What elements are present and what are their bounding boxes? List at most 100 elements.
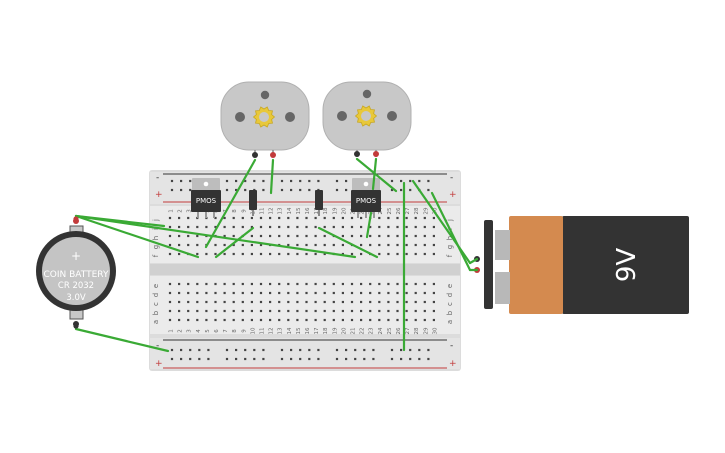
terminal-hole[interactable]	[278, 225, 281, 229]
terminal-hole[interactable]	[178, 282, 181, 286]
terminal-hole[interactable]	[287, 300, 290, 304]
terminal-hole[interactable]	[178, 291, 181, 295]
terminal-hole[interactable]	[314, 216, 317, 220]
wire-coin-plus-to-left-row[interactable]	[74, 214, 166, 228]
rail-hole[interactable]	[363, 357, 366, 361]
terminal-hole[interactable]	[396, 243, 399, 247]
terminal-hole[interactable]	[369, 243, 372, 247]
rail-hole[interactable]	[235, 179, 238, 183]
rail-hole[interactable]	[299, 179, 302, 183]
rail-hole[interactable]	[372, 357, 375, 361]
terminal-hole[interactable]	[269, 234, 272, 238]
terminal-hole[interactable]	[196, 291, 199, 295]
terminal-hole[interactable]	[423, 243, 426, 247]
terminal-hole[interactable]	[387, 225, 390, 229]
terminal-hole[interactable]	[287, 225, 290, 229]
terminal-hole[interactable]	[305, 234, 308, 238]
terminal-hole[interactable]	[187, 309, 190, 313]
terminal-hole[interactable]	[214, 309, 217, 313]
terminal-hole[interactable]	[323, 216, 326, 220]
rail-hole[interactable]	[253, 179, 256, 183]
motor-2-terminal-red[interactable]	[373, 151, 379, 157]
terminal-hole[interactable]	[341, 234, 344, 238]
rail-hole[interactable]	[225, 188, 229, 192]
rail-hole[interactable]	[390, 348, 394, 352]
wire-9v-minus-lead[interactable]	[468, 257, 479, 265]
rail-hole[interactable]	[198, 348, 201, 352]
terminal-hole[interactable]	[369, 282, 372, 286]
terminal-hole[interactable]	[168, 300, 172, 304]
terminal-hole[interactable]	[360, 282, 363, 286]
terminal-hole[interactable]	[396, 291, 399, 295]
terminal-hole[interactable]	[378, 318, 381, 322]
terminal-hole[interactable]	[187, 216, 190, 220]
terminal-hole[interactable]	[405, 300, 408, 304]
terminal-hole[interactable]	[196, 282, 199, 286]
terminal-hole[interactable]	[369, 234, 372, 238]
terminal-hole[interactable]	[332, 318, 335, 322]
rail-hole[interactable]	[308, 357, 311, 361]
terminal-hole[interactable]	[305, 225, 308, 229]
terminal-hole[interactable]	[378, 216, 381, 220]
rail-hole[interactable]	[409, 188, 412, 192]
terminal-hole[interactable]	[314, 291, 317, 295]
terminal-hole[interactable]	[360, 234, 363, 238]
terminal-hole[interactable]	[250, 234, 253, 238]
terminal-hole[interactable]	[432, 309, 435, 313]
terminal-hole[interactable]	[232, 318, 235, 322]
terminal-hole[interactable]	[205, 309, 208, 313]
rail-hole[interactable]	[335, 357, 339, 361]
terminal-hole[interactable]	[205, 282, 208, 286]
rail-hole[interactable]	[262, 357, 265, 361]
rail-hole[interactable]	[409, 179, 412, 183]
terminal-hole[interactable]	[332, 309, 335, 313]
rail-hole[interactable]	[308, 348, 311, 352]
terminal-hole[interactable]	[278, 252, 281, 256]
terminal-hole[interactable]	[387, 216, 390, 220]
diode-1[interactable]	[249, 190, 257, 216]
terminal-hole[interactable]	[250, 291, 253, 295]
terminal-hole[interactable]	[168, 309, 172, 313]
rail-hole[interactable]	[244, 188, 247, 192]
terminal-hole[interactable]	[223, 300, 226, 304]
terminal-hole[interactable]	[196, 243, 199, 247]
terminal-hole[interactable]	[196, 300, 199, 304]
pmos-transistor-2[interactable]: PMOS	[351, 178, 381, 218]
terminal-hole[interactable]	[287, 252, 290, 256]
terminal-hole[interactable]	[305, 291, 308, 295]
terminal-hole[interactable]	[205, 225, 208, 229]
terminal-hole[interactable]	[423, 291, 426, 295]
terminal-hole[interactable]	[168, 216, 172, 220]
terminal-hole[interactable]	[168, 243, 172, 247]
terminal-hole[interactable]	[405, 216, 408, 220]
terminal-hole[interactable]	[378, 282, 381, 286]
terminal-hole[interactable]	[378, 234, 381, 238]
terminal-hole[interactable]	[432, 291, 435, 295]
terminal-hole[interactable]	[432, 300, 435, 304]
terminal-hole[interactable]	[350, 291, 354, 295]
terminal-hole[interactable]	[296, 216, 299, 220]
terminal-hole[interactable]	[250, 318, 253, 322]
rail-hole[interactable]	[280, 179, 284, 183]
terminal-hole[interactable]	[405, 225, 408, 229]
terminal-hole[interactable]	[232, 291, 235, 295]
terminal-hole[interactable]	[432, 234, 435, 238]
terminal-hole[interactable]	[423, 252, 426, 256]
motor-2-terminal-black[interactable]	[354, 151, 360, 157]
rail-hole[interactable]	[253, 348, 256, 352]
terminal-hole[interactable]	[350, 300, 354, 304]
terminal-hole[interactable]	[432, 243, 435, 247]
terminal-hole[interactable]	[360, 309, 363, 313]
terminal-hole[interactable]	[232, 216, 235, 220]
terminal-hole[interactable]	[305, 243, 308, 247]
terminal-hole[interactable]	[296, 300, 299, 304]
terminal-hole[interactable]	[314, 252, 317, 256]
terminal-hole[interactable]	[269, 300, 272, 304]
terminal-hole[interactable]	[378, 225, 381, 229]
terminal-hole[interactable]	[305, 300, 308, 304]
rail-hole[interactable]	[427, 348, 430, 352]
terminal-hole[interactable]	[196, 234, 199, 238]
terminal-hole[interactable]	[241, 216, 244, 220]
terminal-hole[interactable]	[241, 318, 244, 322]
terminal-hole[interactable]	[332, 225, 335, 229]
